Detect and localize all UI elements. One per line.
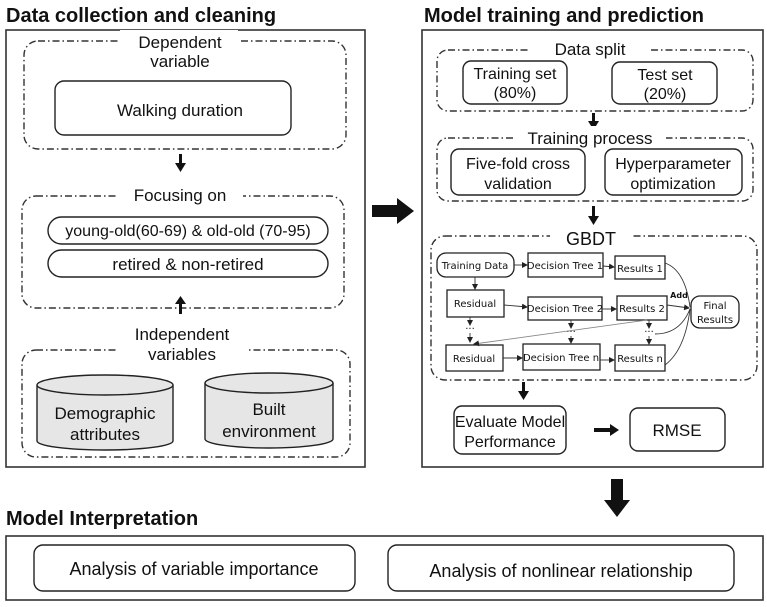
section-title-interpretation: Model Interpretation [6, 508, 198, 530]
ellipsis: ··· [644, 327, 654, 338]
demographic-attributes-database: Demographic attributes [36, 374, 174, 451]
training-data-label: Training Data [441, 261, 509, 272]
demographic-label-1: Demographic [54, 404, 156, 423]
decision-tree-n-label: Decision Tree n [523, 353, 599, 364]
decision-tree-2-label: Decision Tree 2 [527, 304, 603, 315]
hyperparameter-label-2: optimization [630, 176, 715, 193]
gbdt-group: GBDT Training Data Decision Tree 1 Resul… [430, 226, 758, 381]
data-collection-section: Data collection and cleaning Dependent v… [5, 5, 366, 468]
down-arrow-icon [588, 113, 599, 130]
hyperparameter-label: Hyperparameter [615, 156, 731, 173]
final-results-label-2: Results [697, 315, 733, 326]
hyperparameter-optimization-box [604, 148, 743, 196]
independent-group-label-2: variables [148, 345, 216, 364]
built-environment-label-2: environment [222, 422, 316, 441]
retirement-status-box [47, 249, 329, 278]
dependent-group-label-2: variable [150, 52, 210, 71]
cross-validation-label-2: validation [484, 176, 552, 193]
focusing-group-label: Focusing on [134, 186, 227, 205]
results-2-node [616, 295, 668, 321]
interpretation-section: Model Interpretation Analysis of variabl… [5, 508, 764, 601]
results-1-label: Results 1 [617, 264, 663, 275]
decision-tree-1-node [527, 252, 604, 278]
final-results-label-1: Final [703, 301, 726, 312]
training-set-label: Training set [474, 66, 558, 83]
variable-importance-label: Analysis of variable importance [69, 559, 318, 579]
final-results-node [690, 295, 740, 329]
rmse-label: RMSE [652, 421, 701, 440]
section-title-data-collection: Data collection and cleaning [6, 5, 276, 27]
decision-tree-1-label: Decision Tree 1 [527, 261, 603, 272]
demographic-label-2: attributes [70, 425, 140, 444]
training-process-label: Training process [527, 129, 652, 148]
test-set-box [611, 61, 718, 105]
test-set-percent: (20%) [644, 86, 687, 103]
nonlinear-relationship-label: Analysis of nonlinear relationship [429, 561, 692, 581]
cross-validation-label: Five-fold cross [466, 156, 570, 173]
training-process-group: Training process Five-fold cross validat… [436, 126, 754, 202]
variable-importance-box [33, 544, 356, 592]
down-arrow-icon [518, 382, 529, 400]
residual-1-label: Residual [454, 299, 496, 310]
evaluate-label-1: Evaluate Model [455, 414, 565, 431]
dependent-variable-group: Dependent variable Walking duration [23, 30, 347, 150]
results-n-node [614, 344, 666, 372]
ellipsis: ··· [566, 327, 576, 338]
decision-tree-n-node [522, 343, 601, 371]
dependent-group-label: Dependent [138, 33, 221, 52]
results-n-label: Results n [617, 354, 663, 365]
results-2-label: Results 2 [619, 304, 665, 315]
up-arrow-icon [175, 296, 186, 314]
ellipsis: ··· [465, 324, 475, 335]
database-cylinder-icon [36, 385, 174, 451]
nonlinear-relationship-box [387, 544, 735, 592]
residual-n-label: Residual [453, 354, 495, 365]
retirement-status-label: retired & non-retired [112, 255, 263, 274]
cross-validation-box [450, 148, 586, 196]
interpretation-frame [5, 535, 764, 601]
data-split-label: Data split [555, 40, 626, 59]
training-set-percent: (80%) [494, 85, 537, 102]
database-cylinder-icon [204, 383, 334, 449]
right-arrow-icon [372, 198, 414, 224]
gbdt-label: GBDT [566, 229, 616, 249]
walking-duration-label: Walking duration [117, 101, 243, 120]
data-split-group: Data split Training set (80%) Test set (… [436, 38, 754, 112]
training-set-box [462, 60, 568, 105]
down-arrow-icon [588, 206, 599, 225]
results-1-node [614, 255, 666, 280]
evaluate-label-2: Performance [464, 434, 556, 451]
add-label: Add [670, 291, 688, 300]
focusing-on-group: Focusing on young-old(60-69) & old-old (… [21, 182, 345, 309]
evaluate-performance-box [453, 405, 567, 455]
rmse-box [629, 407, 726, 452]
down-arrow-icon [604, 479, 630, 517]
test-set-label: Test set [637, 67, 693, 84]
built-environment-database: Built environment [204, 372, 334, 449]
down-arrow-icon [175, 154, 186, 172]
residual-n-node [445, 344, 504, 372]
age-group-box [47, 216, 329, 245]
residual-1-node [446, 289, 505, 318]
age-group-label: young-old(60-69) & old-old (70-95) [65, 223, 310, 240]
section-title-model-training: Model training and prediction [424, 5, 704, 27]
right-arrow-icon [594, 424, 619, 436]
independent-variables-group: Independent variables Demographic attrib… [21, 322, 351, 458]
independent-group-label: Independent [135, 325, 230, 344]
model-training-frame [421, 29, 764, 468]
model-training-section: Model training and prediction Data split… [421, 5, 764, 468]
decision-tree-2-node [527, 296, 603, 321]
walking-duration-box [54, 80, 292, 136]
built-environment-label-1: Built [252, 400, 285, 419]
